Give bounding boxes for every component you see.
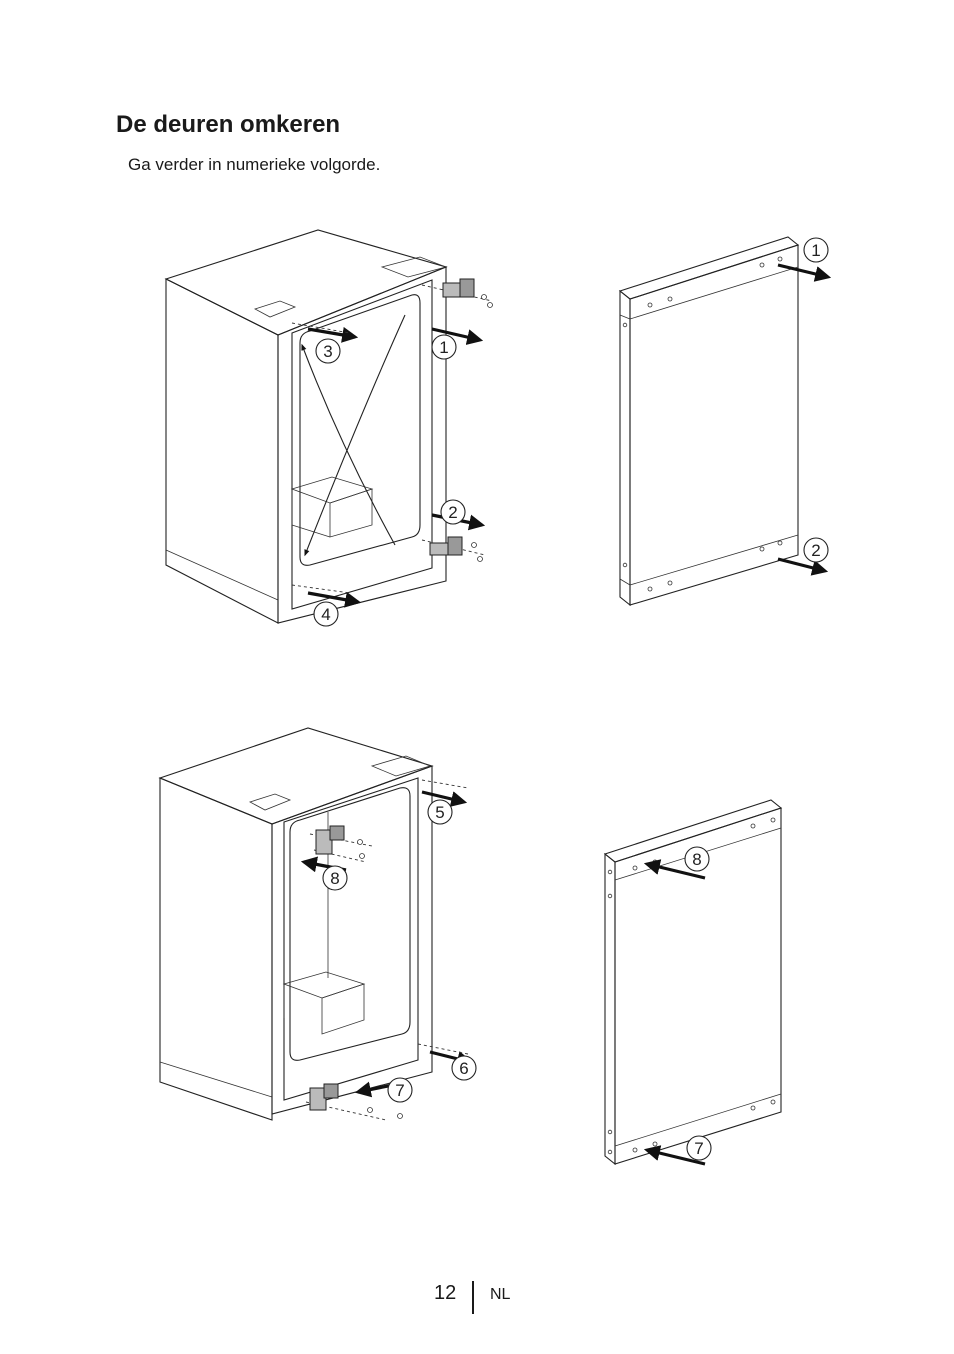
cabinet-diagram-top: 3 1 2 4 xyxy=(164,229,493,627)
step-callout-1: 1 xyxy=(431,334,457,360)
step-callout-7: 7 xyxy=(387,1077,413,1103)
page-number: 12 xyxy=(434,1282,457,1304)
door-diagram-top: 1 2 xyxy=(618,236,832,607)
door-step-callout-8: 8 xyxy=(684,846,710,872)
svg-text:8: 8 xyxy=(692,850,701,869)
step-callout-5: 5 xyxy=(427,799,453,825)
cabinet-diagram-bottom: 5 8 6 7 xyxy=(158,727,477,1121)
step-callout-6: 6 xyxy=(451,1055,477,1081)
svg-text:5: 5 xyxy=(435,803,444,822)
svg-text:1: 1 xyxy=(439,338,448,357)
footer-divider xyxy=(472,1281,474,1314)
svg-text:7: 7 xyxy=(395,1081,404,1100)
language-code: NL xyxy=(490,1286,511,1303)
step-callout-4: 4 xyxy=(313,601,339,627)
door-diagram-bottom: 8 7 xyxy=(603,799,783,1166)
door-step-callout-1: 1 xyxy=(803,237,829,263)
svg-text:1: 1 xyxy=(811,241,820,260)
svg-text:4: 4 xyxy=(321,605,330,624)
door-step-callout-2: 2 xyxy=(803,537,829,563)
step-callout-2: 2 xyxy=(440,499,466,525)
step-callout-3: 3 xyxy=(315,338,341,364)
svg-text:7: 7 xyxy=(694,1139,703,1158)
door-step-callout-7: 7 xyxy=(686,1135,712,1161)
step-callout-8: 8 xyxy=(322,865,348,891)
page-title: De deuren omkeren xyxy=(116,111,341,138)
svg-text:6: 6 xyxy=(459,1059,468,1078)
svg-text:2: 2 xyxy=(448,503,457,522)
svg-text:2: 2 xyxy=(811,541,820,560)
page-subtitle: Ga verder in numerieke volgorde. xyxy=(128,155,381,174)
svg-text:3: 3 xyxy=(323,342,332,361)
svg-text:8: 8 xyxy=(330,869,339,888)
